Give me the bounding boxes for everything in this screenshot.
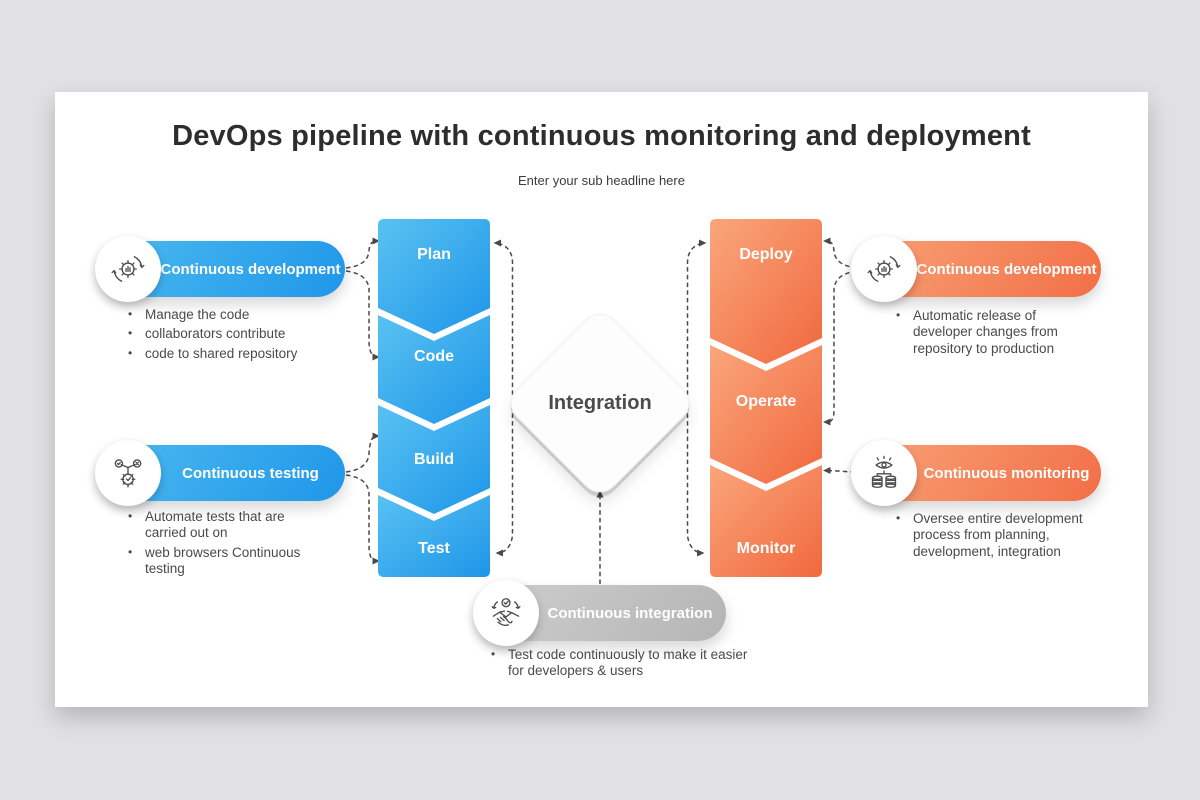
bullet-item: Automatic release of developer changes f… — [893, 308, 1091, 357]
orange-chevron-stack — [710, 219, 822, 577]
card-label: Continuous monitoring — [923, 464, 1090, 482]
left-pipeline-column: Plan Code Build Test — [378, 218, 490, 578]
card-label: Continuous testing — [182, 464, 319, 482]
card-label: Continuous development — [160, 260, 341, 278]
eye-database-icon — [851, 440, 917, 506]
step-build: Build — [414, 451, 454, 468]
bullet-item: code to shared repository — [125, 346, 340, 362]
step-code: Code — [414, 348, 454, 365]
bullet-item: Automate tests that are carried out on — [125, 509, 325, 542]
step-operate: Operate — [735, 393, 797, 410]
handshake-check-icon — [473, 580, 539, 646]
step-plan: Plan — [417, 246, 451, 263]
integration-diamond: Integration — [502, 305, 698, 501]
blue-chevron-stack — [378, 219, 490, 577]
card-bullets-monitoring: Oversee entire development process from … — [893, 511, 1108, 563]
bullet-item: collaborators contribute — [125, 326, 340, 342]
diamond-label: Integration — [548, 391, 652, 414]
step-test: Test — [418, 540, 450, 557]
gear-cycle-icon — [95, 236, 161, 302]
page-title: DevOps pipeline with continuous monitori… — [172, 120, 1031, 152]
bullet-item: Test code continuously to make it easier… — [488, 647, 748, 680]
arrowheads — [372, 237, 831, 565]
bullet-item: web browsers Continuous testing — [125, 545, 325, 578]
right-pipeline-column: Deploy Operate Monitor — [710, 218, 822, 578]
page-subtitle: Enter your sub headline here — [518, 173, 685, 188]
gear-cycle-icon — [851, 236, 917, 302]
bullet-item: Oversee entire development process from … — [893, 511, 1108, 560]
test-automation-icon — [95, 440, 161, 506]
step-monitor: Monitor — [736, 540, 796, 557]
slide-canvas: DevOps pipeline with continuous monitori… — [55, 92, 1148, 707]
card-bullets-testing: Automate tests that are carried out on w… — [125, 509, 325, 581]
card-bullets-dev-left: Manage the code collaborators contribute… — [125, 307, 340, 365]
card-label: Continuous integration — [547, 604, 713, 622]
card-bullets-integration: Test code continuously to make it easier… — [488, 647, 748, 683]
step-deploy: Deploy — [739, 246, 793, 263]
card-bullets-dev-right: Automatic release of developer changes f… — [893, 308, 1091, 360]
card-label: Continuous development — [916, 260, 1097, 278]
bullet-item: Manage the code — [125, 307, 340, 323]
connector-lines — [345, 237, 858, 584]
